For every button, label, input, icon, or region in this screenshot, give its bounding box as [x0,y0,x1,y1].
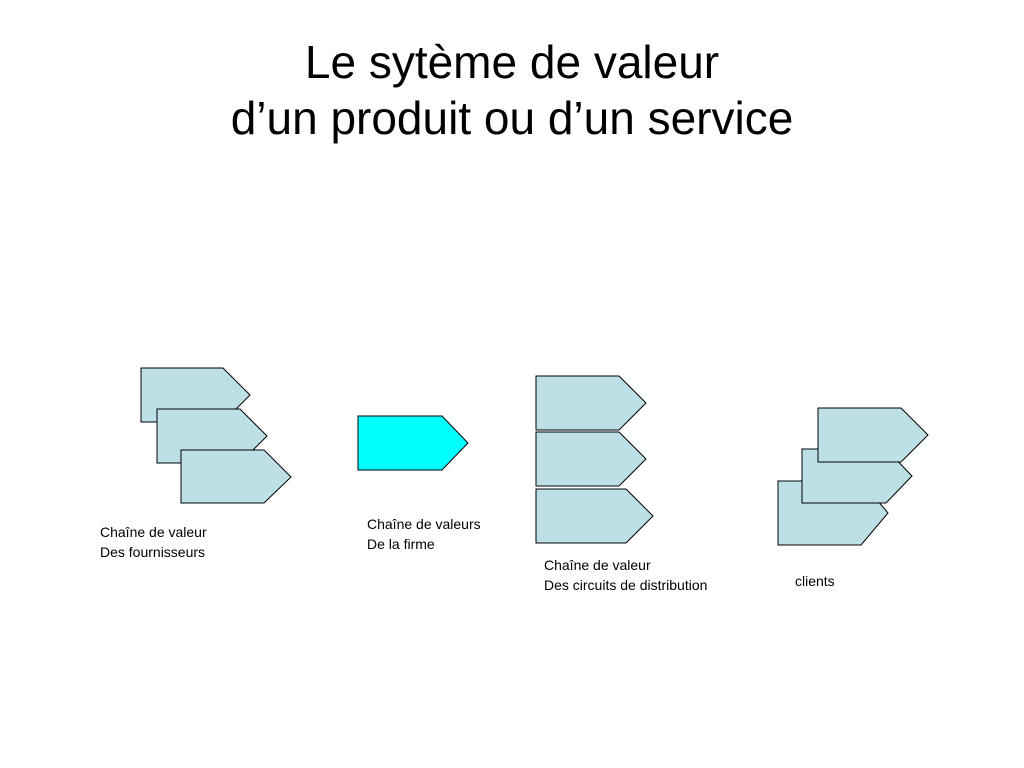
suppliers-label-line-1: Chaîne de valeur [100,524,207,540]
clients-chain-group [777,407,929,546]
title-line-1: Le sytème de valeur [304,36,720,88]
distribution-chevron-2 [535,431,647,487]
firm-label: Chaîne de valeurs De la firme [367,514,481,554]
distribution-chevron-3 [535,488,654,544]
suppliers-chain-group [140,367,292,504]
distribution-chevron-1 [535,375,647,431]
firm-chain-group [357,415,469,471]
distribution-label: Chaîne de valeur Des circuits de distrib… [544,555,707,595]
title-line-2: d’un produit ou d’un service [230,92,794,144]
firm-label-line-1: Chaîne de valeurs [367,516,481,532]
clients-label-line-1: clients [795,573,835,589]
suppliers-label: Chaîne de valeur Des fournisseurs [100,522,207,562]
page-title: Le sytème de valeur d’un produit ou d’un… [0,34,1024,146]
firm-label-line-2: De la firme [367,536,435,552]
clients-label: clients [795,571,835,591]
distribution-label-line-2: Des circuits de distribution [544,577,708,593]
distribution-label-line-1: Chaîne de valeur [544,557,651,573]
supplier-chevron-3 [180,449,292,504]
firm-chevron [357,415,469,471]
distribution-chain-group [535,375,654,544]
suppliers-label-line-2: Des fournisseurs [100,544,206,560]
client-chevron-3 [817,407,929,463]
